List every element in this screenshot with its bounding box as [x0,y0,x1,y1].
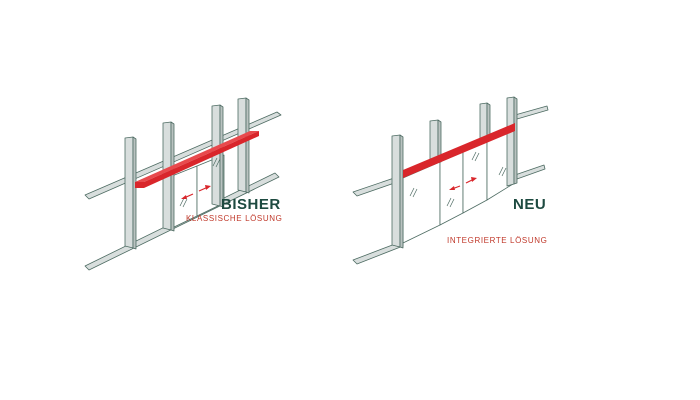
red-integrated-beam [403,123,515,178]
right-subtitle: INTEGRIERTE LÖSUNG [447,236,548,245]
sliding-arrows-icon [181,185,211,199]
right-diagram [352,96,549,265]
left-subtitle: KLASSISCHE LÖSUNG [186,214,283,223]
left-title: BISHER [221,196,281,213]
bottom-rail-right [514,164,546,180]
left-diagram [84,97,282,271]
top-rail-right [514,105,549,120]
right-title: NEU [513,196,547,213]
glass-reflection-marks [179,157,221,208]
glass-reflection-marks [409,151,507,208]
studs [124,97,250,250]
sliding-arrows-icon [449,177,477,190]
red-beam [135,131,259,188]
